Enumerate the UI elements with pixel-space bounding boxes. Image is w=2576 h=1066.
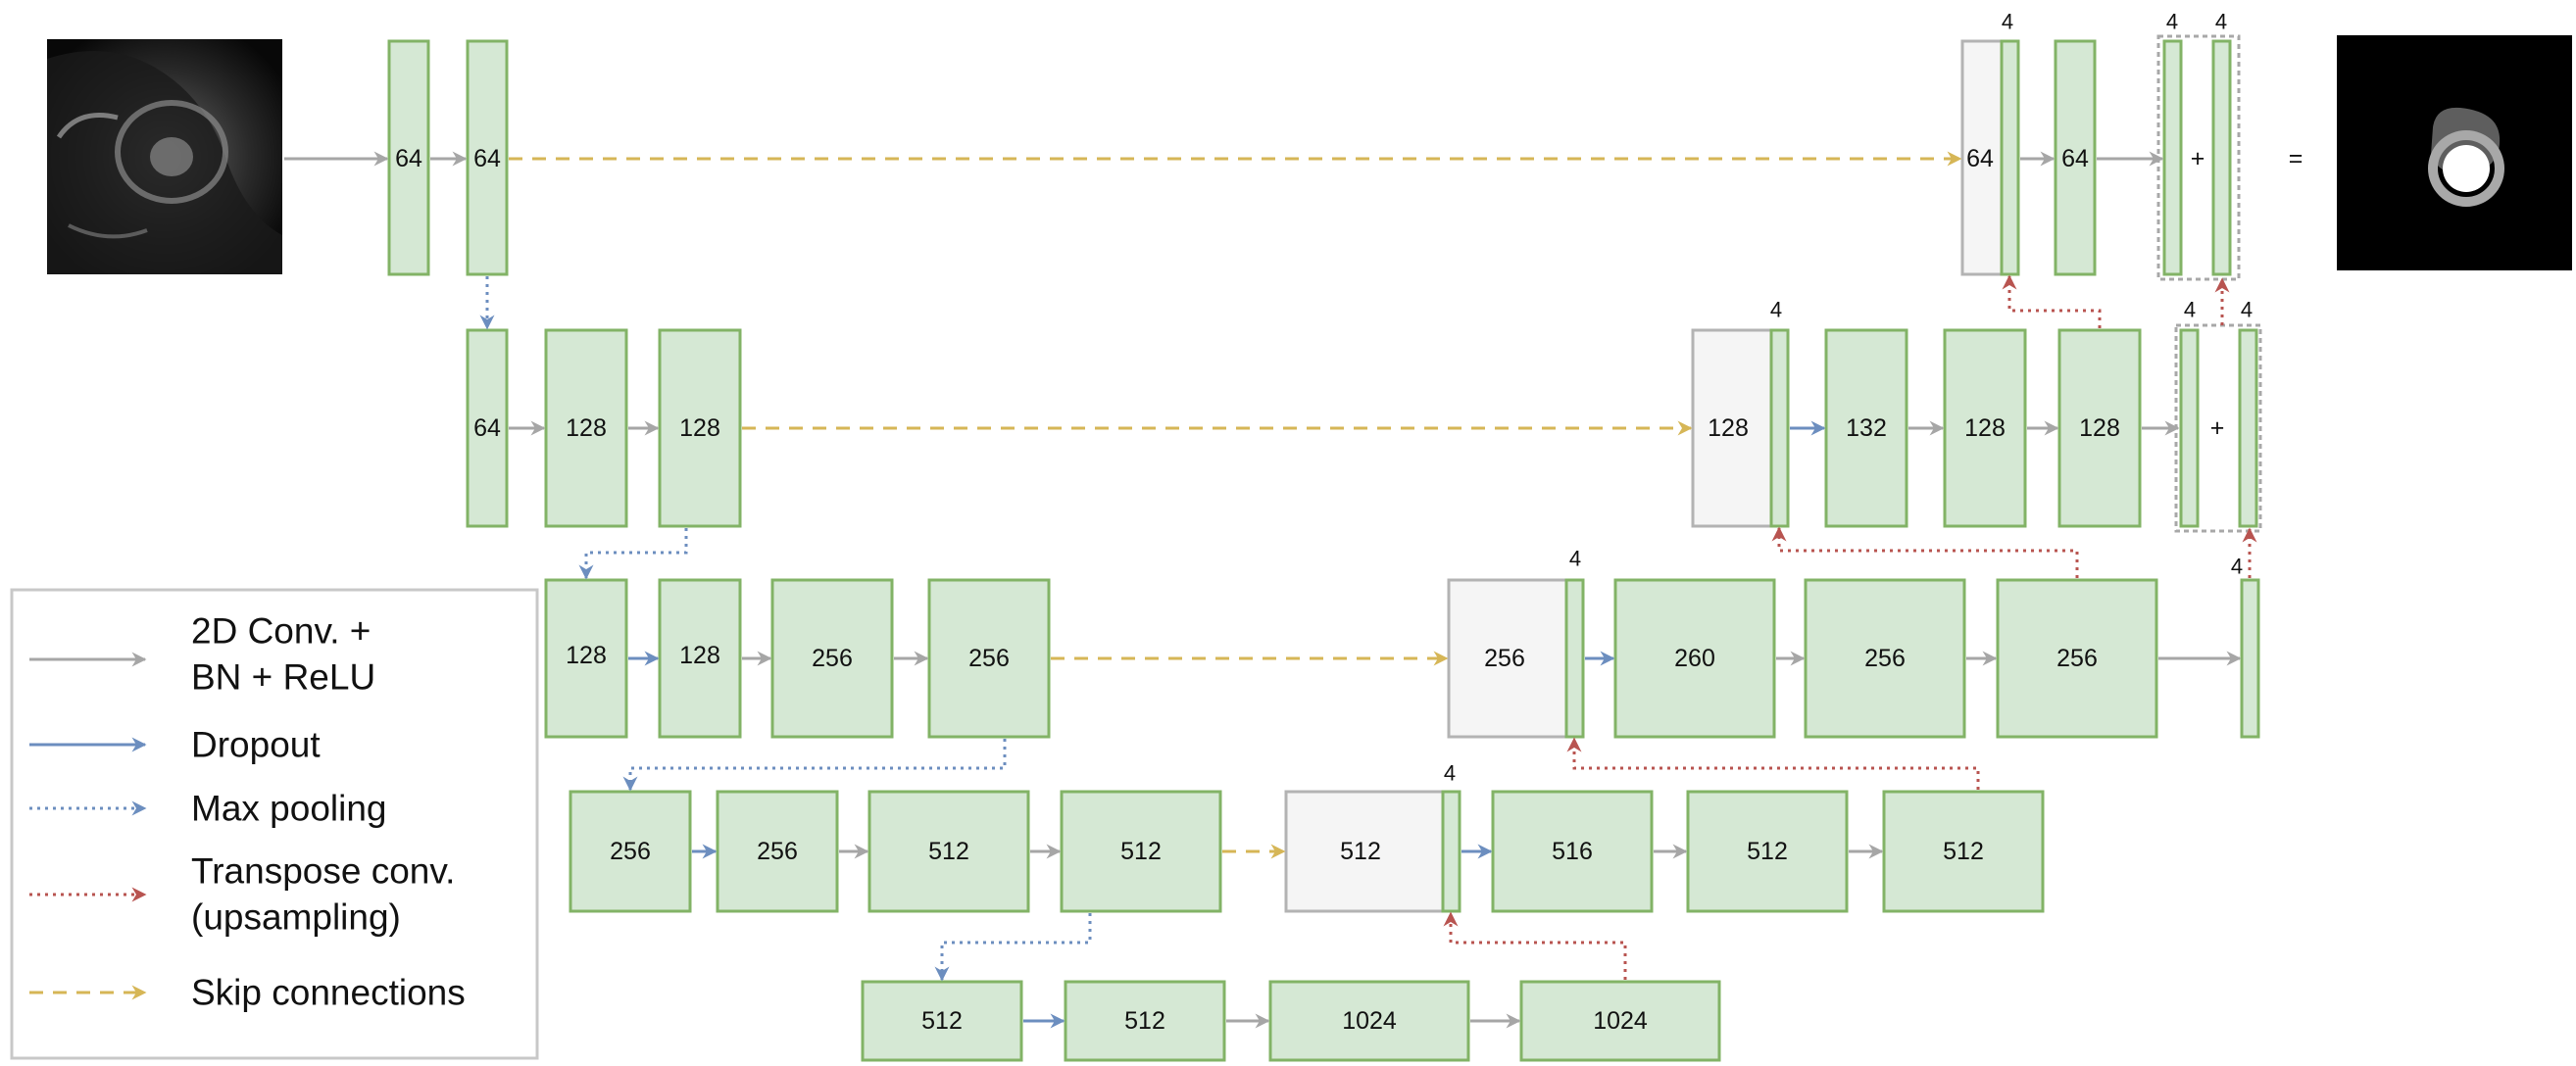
enc-l3-block-1 xyxy=(544,578,628,739)
dec-l4-extra-channels xyxy=(1441,790,1461,913)
dec-l2-block-3-label: 128 xyxy=(2079,414,2120,442)
enc-l1-block-1 xyxy=(387,39,430,276)
enc-l2-block-1-label: 64 xyxy=(473,414,501,442)
dec-l3-block-2 xyxy=(1804,578,1966,739)
dec-l1-extra-channels xyxy=(2000,39,2020,276)
legend-frame xyxy=(10,588,539,1060)
legend-transpose-label-1: Transpose conv. xyxy=(191,851,455,892)
enc-l3-block-2 xyxy=(658,578,742,739)
enc-l5-block-3-label: 1024 xyxy=(1342,1007,1397,1035)
legend-conv-label-1: 2D Conv. + xyxy=(191,611,371,652)
input-mri-image xyxy=(47,39,282,274)
enc-l3-block-2-label: 128 xyxy=(679,642,720,669)
dec-l4-concat-block xyxy=(1284,790,1445,913)
skip-connections xyxy=(509,151,1962,859)
dec-l3-side-output xyxy=(2240,578,2260,739)
enc-l5-block-4-label: 1024 xyxy=(1593,1007,1648,1035)
enc-l4-block-2 xyxy=(716,790,839,913)
enc-l3-block-4-label: 256 xyxy=(968,645,1010,672)
dec-l2-concat-block xyxy=(1691,328,1773,528)
dec-l1-block-1 xyxy=(2054,39,2097,276)
enc-l4-block-3 xyxy=(867,790,1030,913)
conv-arrows xyxy=(284,151,2242,1029)
dec-l4-block-3-label: 512 xyxy=(1943,838,1984,865)
dec-l3-block-1 xyxy=(1613,578,1776,739)
enc-l5-block-3 xyxy=(1268,980,1470,1062)
enc-l2-block-2-label: 128 xyxy=(566,414,607,442)
dec-l3-side-label: 4 xyxy=(2231,555,2243,579)
dec-l2-sum-right-label: 4 xyxy=(2241,298,2253,322)
dec-l1-block-1-label: 64 xyxy=(2061,145,2089,172)
enc-l4-block-1 xyxy=(569,790,692,913)
legend-transpose-label-2: (upsampling) xyxy=(191,897,401,938)
enc-l5-block-2-label: 512 xyxy=(1124,1007,1165,1035)
dec-l3-extra-channels xyxy=(1564,578,1585,739)
dec-l3-block-1-label: 260 xyxy=(1674,645,1715,672)
enc-l2-block-2 xyxy=(544,328,628,528)
dec-l1-sum-left-label: 4 xyxy=(2166,10,2178,34)
dec-l2-block-1-label: 132 xyxy=(1846,414,1887,442)
enc-l2-block-3 xyxy=(658,328,742,528)
legend-maxpool-label: Max pooling xyxy=(191,789,387,829)
dec-l1-extra-label: 4 xyxy=(2002,10,2013,34)
dec-l1-sum-left xyxy=(2162,39,2183,276)
enc-l4-block-2-label: 256 xyxy=(757,838,798,865)
dec-l3-block-3-label: 256 xyxy=(2056,645,2098,672)
dec-l4-concat-label: 512 xyxy=(1340,838,1381,865)
enc-l3-block-4 xyxy=(927,578,1051,739)
legend: 2D Conv. + BN + ReLU Dropout Max pooling… xyxy=(10,588,539,1060)
legend-conv-label-2: BN + ReLU xyxy=(191,657,375,698)
dec-l1-plus-sign: + xyxy=(2191,145,2205,172)
enc-l3-block-1-label: 128 xyxy=(566,642,607,669)
dec-l2-block-2-label: 128 xyxy=(1964,414,2006,442)
dec-l2-sum-right xyxy=(2238,328,2258,528)
dec-l1-sum-right-label: 4 xyxy=(2215,10,2227,34)
dec-l2-extra-channels xyxy=(1769,328,1790,528)
dec-l1-sum-right xyxy=(2211,39,2232,276)
dec-l2-extra-label: 4 xyxy=(1770,298,1782,322)
dec-l2-block-2 xyxy=(1943,328,2027,528)
dec-l2-sum-left xyxy=(2179,328,2200,528)
transpose-arrows xyxy=(1443,274,2257,980)
equals-sign: = xyxy=(2289,145,2304,172)
enc-l4-block-1-label: 256 xyxy=(610,838,651,865)
enc-l5-block-1-label: 512 xyxy=(921,1007,963,1035)
enc-l1-block-2 xyxy=(466,39,509,276)
dec-l4-block-2-label: 512 xyxy=(1747,838,1788,865)
enc-l4-block-4-label: 512 xyxy=(1120,838,1162,865)
enc-l4-block-3-label: 512 xyxy=(928,838,969,865)
dec-l3-extra-label: 4 xyxy=(1569,547,1581,571)
enc-l2-block-3-label: 128 xyxy=(679,414,720,442)
dec-l2-block-1 xyxy=(1824,328,1908,528)
dec-l2-plus-sign: + xyxy=(2210,414,2225,442)
enc-l4-block-4 xyxy=(1060,790,1222,913)
dec-l4-extra-label: 4 xyxy=(1444,761,1456,786)
dec-l4-block-1 xyxy=(1491,790,1654,913)
legend-skip-label: Skip connections xyxy=(191,973,466,1013)
dec-l4-block-1-label: 516 xyxy=(1552,838,1593,865)
dec-l2-sum-left-label: 4 xyxy=(2184,298,2196,322)
maxpool-arrows xyxy=(479,276,1092,982)
dec-l4-block-2 xyxy=(1686,790,1849,913)
dec-l3-block-3 xyxy=(1996,578,2158,739)
dec-l2-block-3 xyxy=(2057,328,2142,528)
enc-l1-block-2-label: 64 xyxy=(473,145,501,172)
output-segmentation-image xyxy=(2337,35,2572,270)
enc-l2-block-1 xyxy=(466,328,509,528)
dec-l4-block-3 xyxy=(1882,790,2045,913)
enc-l5-block-4 xyxy=(1519,980,1721,1062)
enc-l3-block-3-label: 256 xyxy=(812,645,853,672)
enc-l5-block-1 xyxy=(861,980,1023,1062)
dec-l2-concat-label: 128 xyxy=(1708,414,1749,442)
enc-l3-block-3 xyxy=(770,578,894,739)
dropout-arrows xyxy=(628,420,1826,1029)
enc-l1-block-1-label: 64 xyxy=(395,145,422,172)
enc-l5-block-2 xyxy=(1064,980,1226,1062)
dec-l3-block-2-label: 256 xyxy=(1864,645,1906,672)
dec-l1-concat-label: 64 xyxy=(1966,145,1994,172)
dec-l3-concat-label: 256 xyxy=(1484,645,1525,672)
legend-dropout-label: Dropout xyxy=(191,725,321,765)
